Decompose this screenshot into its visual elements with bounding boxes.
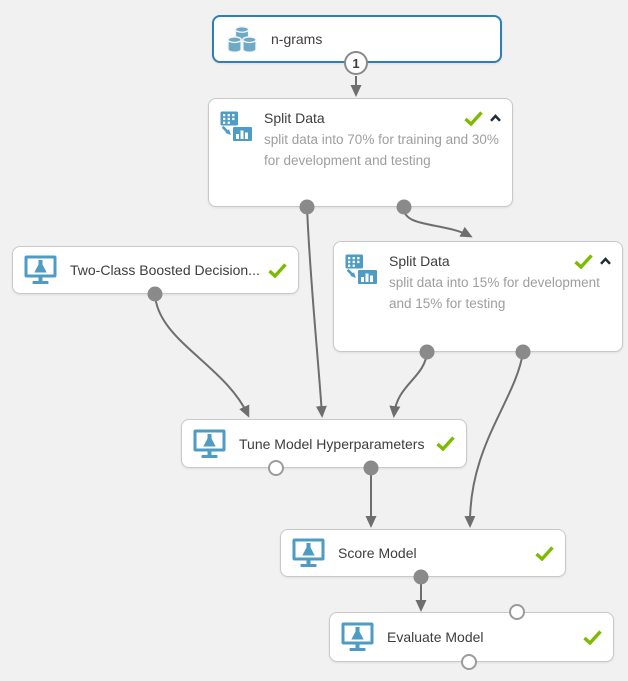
node-evaluate-model[interactable]: Evaluate Model (329, 612, 614, 662)
node-title: Split Data (264, 110, 325, 126)
node-comment: split data into 15% for development and … (389, 275, 600, 311)
model-icon (341, 622, 375, 652)
node-title: Score Model (338, 545, 417, 561)
node-split-data-1[interactable]: Split Data split data into 70% for train… (208, 98, 513, 207)
node-title: Split Data (389, 253, 450, 269)
node-title: Evaluate Model (387, 629, 484, 645)
node-score-model[interactable]: Score Model (280, 529, 566, 577)
status-check-icon (268, 263, 287, 278)
collapse-comment-chevron-icon[interactable] (600, 257, 611, 265)
node-tune-model-hyperparameters[interactable]: Tune Model Hyperparameters (181, 419, 467, 468)
model-icon (24, 255, 58, 285)
status-check-icon (583, 630, 602, 645)
model-icon (292, 538, 326, 568)
node-split-data-2[interactable]: Split Data split data into 15% for devel… (333, 241, 623, 352)
node-title: Two-Class Boosted Decision... (70, 262, 260, 278)
split-data-icon (345, 254, 377, 284)
node-title: n-grams (271, 31, 323, 47)
split-data-icon (220, 111, 252, 141)
status-check-icon (436, 436, 455, 451)
edge-twoclass-to-tune[interactable] (154, 293, 250, 418)
output-port-badge[interactable]: 1 (344, 51, 368, 75)
edge-split1-to-tune[interactable] (306, 206, 327, 418)
model-icon (193, 429, 227, 459)
edge-split1-to-split2[interactable] (402, 206, 473, 238)
edge-split2-to-score[interactable] (464, 351, 524, 528)
status-check-icon (535, 546, 554, 561)
node-title: Tune Model Hyperparameters (239, 435, 425, 452)
node-two-class-boosted-decision-tree[interactable]: Two-Class Boosted Decision... (12, 246, 299, 294)
collapse-comment-chevron-icon[interactable] (490, 114, 501, 122)
node-comment: split data into 70% for training and 30%… (264, 132, 499, 168)
dataset-icon (225, 25, 259, 54)
output-port-number: 1 (352, 55, 360, 71)
edge-split2-to-tune[interactable] (389, 351, 428, 418)
status-check-icon (464, 111, 483, 126)
status-check-icon (574, 254, 593, 269)
